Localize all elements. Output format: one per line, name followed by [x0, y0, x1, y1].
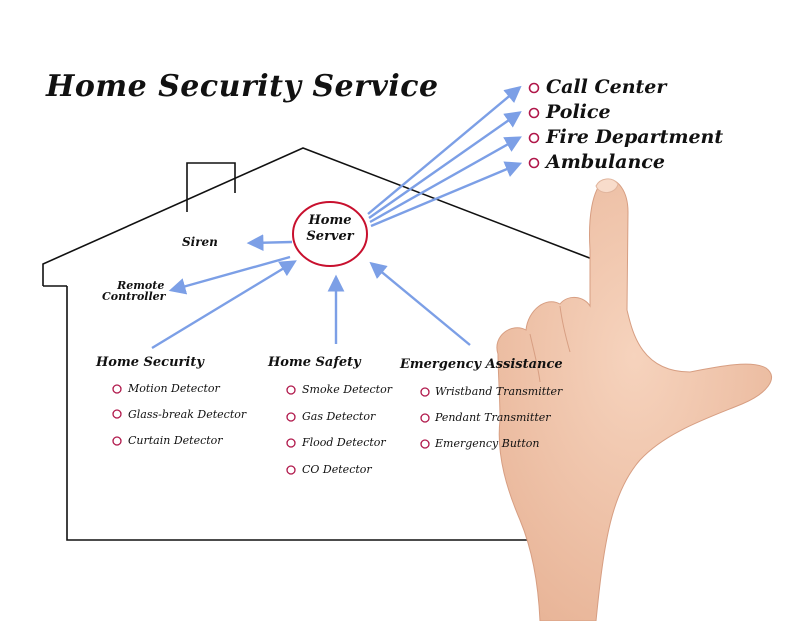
item-motion-detector: Motion Detector — [128, 382, 220, 395]
service-ambulance: Ambulance — [546, 151, 665, 173]
bullet-co — [286, 465, 296, 475]
output-siren: Siren — [182, 235, 218, 249]
hub-circle — [292, 201, 368, 267]
bullet-police — [528, 107, 540, 119]
output-remote-controller: Remote Controller — [102, 279, 165, 302]
hub-label: Home Server — [298, 213, 362, 244]
hand-knuckle-line-2 — [559, 305, 571, 353]
bullet-emergency-button — [420, 439, 430, 449]
item-curtain-detector: Curtain Detector — [128, 434, 223, 447]
item-emergency-button: Emergency Button — [435, 437, 540, 450]
remote-line2: Controller — [102, 290, 166, 303]
service-bullets — [528, 82, 540, 169]
arrow-to-fire — [369, 136, 522, 224]
item-wristband-transmitter: Wristband Transmitter — [435, 385, 563, 398]
bullet-wristband — [420, 387, 430, 397]
bullet-curtain — [112, 436, 122, 446]
item-co-detector: CO Detector — [302, 463, 372, 476]
service-call-center: Call Center — [546, 76, 667, 98]
bullet-motion-detector — [112, 384, 122, 394]
arrow-to-remote — [168, 255, 291, 295]
item-pendant-transmitter: Pendant Transmitter — [435, 411, 551, 424]
category-home-safety: Home Safety — [268, 355, 361, 370]
item-flood-detector: Flood Detector — [302, 436, 386, 449]
arrow-to-call-center — [367, 85, 522, 215]
item-smoke-detector: Smoke Detector — [302, 383, 392, 396]
house-roof-left — [42, 147, 601, 286]
hand-knuckle-line — [529, 333, 541, 383]
bullet-fire-department — [528, 132, 540, 144]
item-gas-detector: Gas Detector — [302, 410, 376, 423]
arrows — [151, 85, 523, 350]
hub-label-line2: Server — [306, 228, 354, 244]
bullet-gas — [286, 412, 296, 422]
remote-line1: Remote — [117, 279, 165, 292]
hand-finger-nail — [595, 178, 619, 193]
category-home-security: Home Security — [96, 355, 204, 370]
hub-label-line1: Home — [308, 213, 352, 228]
chimney — [186, 162, 236, 212]
arrow-to-police — [368, 111, 522, 219]
arrow-to-siren — [246, 234, 293, 252]
arrow-to-ambulance — [370, 161, 523, 228]
category-emergency-assistance: Emergency Assistance — [400, 357, 563, 372]
pointing-hand-image — [496, 178, 772, 621]
item-bullets — [112, 384, 430, 475]
bullet-pendant — [420, 413, 430, 423]
arrow-from-home-security — [151, 260, 297, 350]
bullet-smoke — [286, 385, 296, 395]
bullet-ambulance — [528, 157, 540, 169]
arrow-from-emergency — [369, 261, 471, 346]
page-title: Home Security Service — [46, 69, 439, 104]
service-fire-department: Fire Department — [546, 126, 724, 148]
bullet-flood — [286, 438, 296, 448]
hand-palm — [496, 178, 772, 621]
bullet-glass-break — [112, 409, 122, 419]
item-glass-break-detector: Glass-break Detector — [128, 408, 247, 421]
service-police: Police — [546, 101, 611, 123]
bullet-call-center — [528, 82, 540, 94]
